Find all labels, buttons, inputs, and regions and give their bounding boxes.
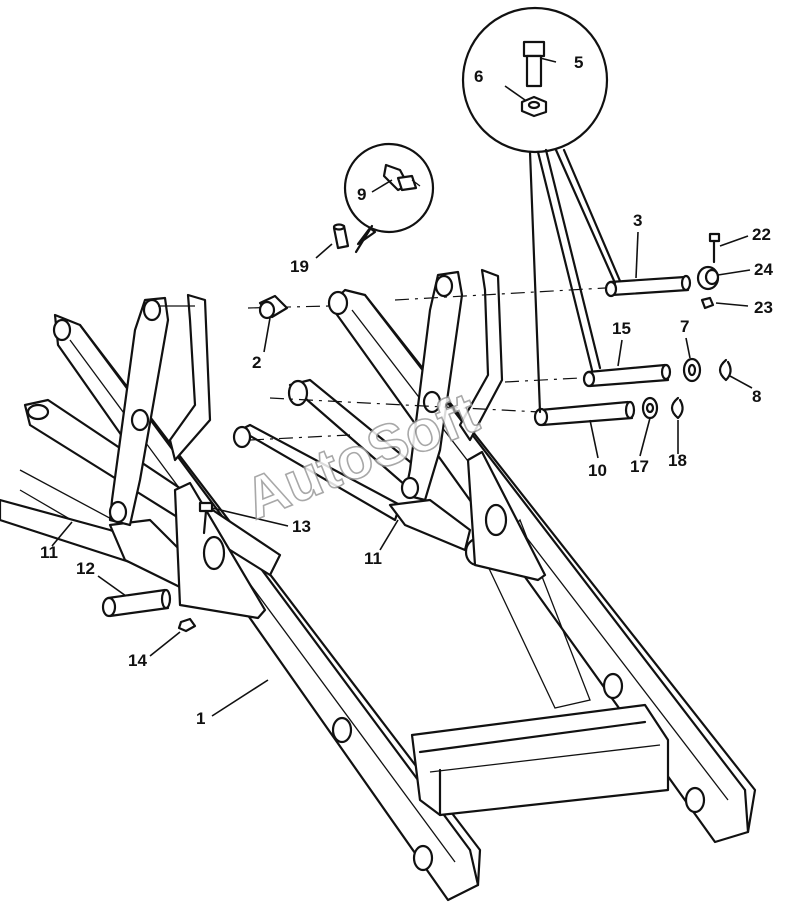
callout-12: 12 [76, 559, 95, 578]
callout-5: 5 [574, 53, 583, 72]
callout-18: 18 [668, 451, 687, 470]
part-8-circlip [718, 358, 732, 382]
callout-6: 6 [474, 67, 483, 86]
callout-24: 24 [754, 260, 773, 279]
bracket-right [466, 450, 547, 582]
callout-labels: 5 6 9 19 2 3 22 24 23 15 7 8 10 17 18 13… [40, 53, 773, 728]
bracket-left [173, 481, 267, 620]
part-10-pin [533, 400, 636, 427]
part-2-bushing [258, 294, 289, 320]
callout-9: 9 [357, 185, 366, 204]
callout-22: 22 [752, 225, 771, 244]
callout-8: 8 [752, 387, 761, 406]
callout-11-right: 11 [364, 549, 382, 568]
callout-1: 1 [196, 709, 205, 728]
callout-10: 10 [588, 461, 607, 480]
callout-17: 17 [630, 457, 649, 476]
part-12-pin [101, 588, 172, 618]
part-22-bolt [708, 232, 721, 264]
callout-15: 15 [612, 319, 631, 338]
part-7-washer [682, 357, 702, 383]
callout-19: 19 [290, 257, 309, 276]
detail-circle-bolt-nut [461, 6, 622, 414]
callout-23: 23 [754, 298, 773, 317]
part-14-nut [177, 617, 197, 633]
part-13-bolt [198, 501, 214, 535]
callout-7: 7 [680, 317, 689, 336]
bellcrank-left [108, 293, 212, 527]
part-17-washer [641, 396, 659, 420]
leader-lines [51, 57, 753, 717]
cylinder-center [232, 423, 490, 567]
detail-circle-grease-nipple [343, 142, 435, 254]
part-15-pin [582, 363, 672, 388]
bellcrank-right [400, 268, 504, 502]
callout-14: 14 [128, 651, 147, 670]
callout-3: 3 [633, 211, 642, 230]
callout-13: 13 [292, 517, 311, 536]
part-3-pin [604, 274, 692, 298]
part-24-collar [696, 265, 720, 291]
part-18-circlip [670, 396, 684, 420]
part-19-bushing [332, 223, 350, 250]
callout-11-left: 11 [40, 543, 58, 562]
callout-2: 2 [252, 353, 261, 372]
part-23-nut [700, 296, 715, 310]
